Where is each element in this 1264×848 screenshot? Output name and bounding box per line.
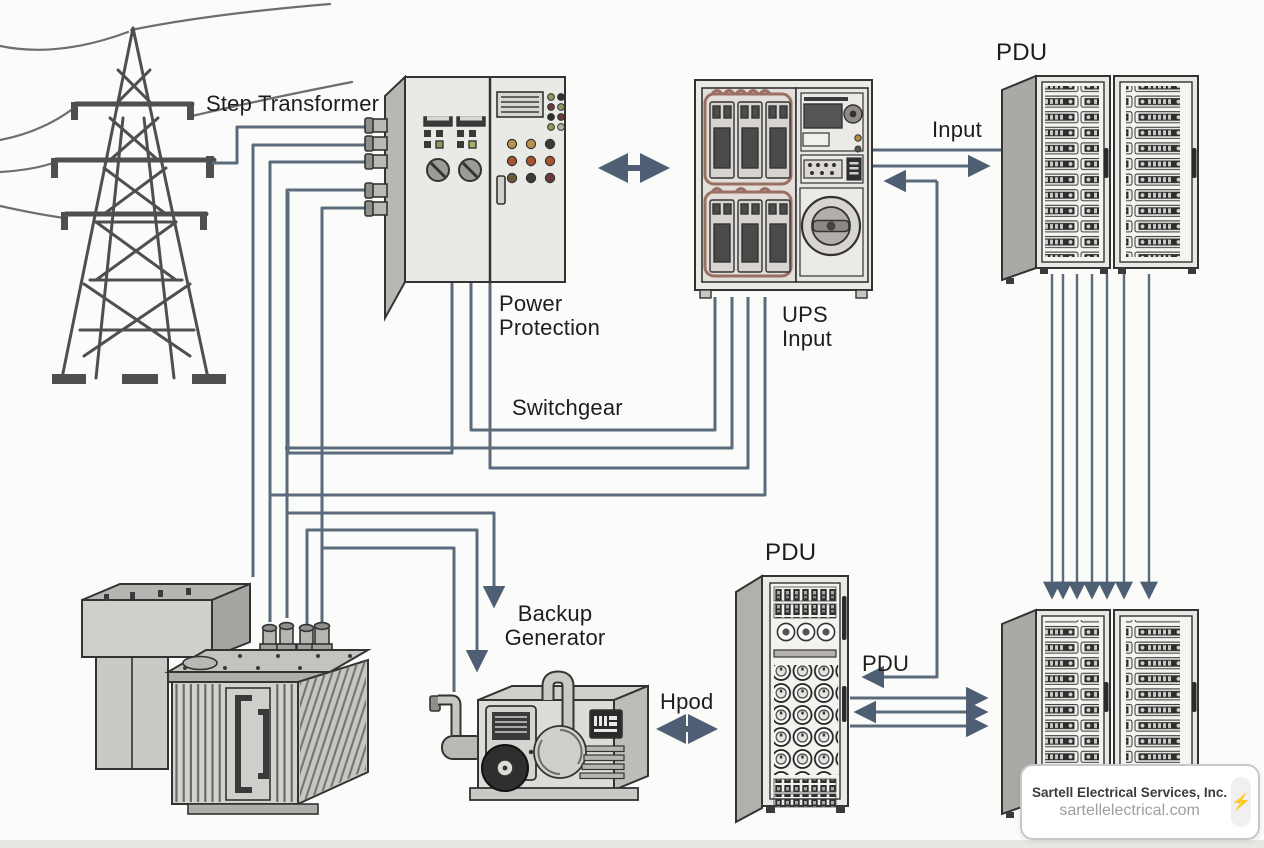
label-hpod: Hpod: [660, 689, 714, 714]
wire-to-generator-exhaust: [322, 546, 456, 692]
label-switchgear: Switchgear: [512, 395, 623, 420]
bidirectional-arrows: [598, 153, 718, 744]
wire-feed-5: [320, 206, 372, 628]
wire-to-generator-2: [305, 528, 489, 673]
label-pdu-mid: PDU: [765, 539, 817, 566]
company-name: Sartell Electrical Services, Inc.: [1032, 784, 1228, 800]
wire-loop-outer: [286, 192, 454, 455]
label-pdu-side: PDU: [862, 651, 910, 676]
wire-tower-to-cabinet: [212, 125, 372, 165]
pdu-door-handle: [842, 596, 847, 640]
label-backup-generator: Backup Generator: [504, 601, 606, 651]
wire-feed-2: [251, 143, 372, 577]
wire-loop-wide: [488, 283, 750, 470]
wire-loop-switchgear: [469, 283, 717, 432]
label-step-transformer: Step Transformer: [206, 91, 380, 116]
label-power-protection: Power Protection: [499, 291, 601, 341]
power-cabling: [212, 125, 1158, 738]
wire-feed-3: [268, 160, 372, 622]
brand-text: Sartell Electrical Services, Inc. sartel…: [1022, 785, 1227, 820]
transformer-bushings: [259, 621, 333, 653]
wire-to-generator-1: [287, 511, 506, 609]
label-pdu-top: PDU: [996, 39, 1048, 66]
wire-loop-widest: [270, 297, 767, 497]
wire-down-to-pdu-cabinet: [861, 181, 939, 689]
company-website: sartellelectrical.com: [1059, 801, 1200, 819]
brand-logo-icon: ⚡: [1231, 777, 1252, 827]
power-protection-cabinet: [364, 74, 566, 322]
transmission-tower: [0, 2, 354, 384]
rack-door-handle: [1104, 148, 1109, 178]
rack-interconnect-cables: [1043, 274, 1158, 600]
cabinet-door-handle: [496, 175, 506, 205]
cabinet-input-connectors: [364, 117, 388, 217]
pdu-rack-pair-top: [1001, 74, 1199, 284]
floor-line: [0, 840, 1264, 848]
step-transformer-unit: [81, 582, 372, 815]
pdu-cabinet: [735, 574, 849, 824]
label-input: Input: [932, 117, 982, 142]
brand-card: Sartell Electrical Services, Inc. sartel…: [1020, 764, 1260, 840]
backup-generator-unit: [429, 670, 649, 801]
ups-cabinet: [694, 79, 873, 299]
wire-feed-4: [285, 188, 372, 618]
wire-loop-ups-2: [285, 297, 734, 450]
label-ups-input: UPS Input: [782, 302, 832, 352]
